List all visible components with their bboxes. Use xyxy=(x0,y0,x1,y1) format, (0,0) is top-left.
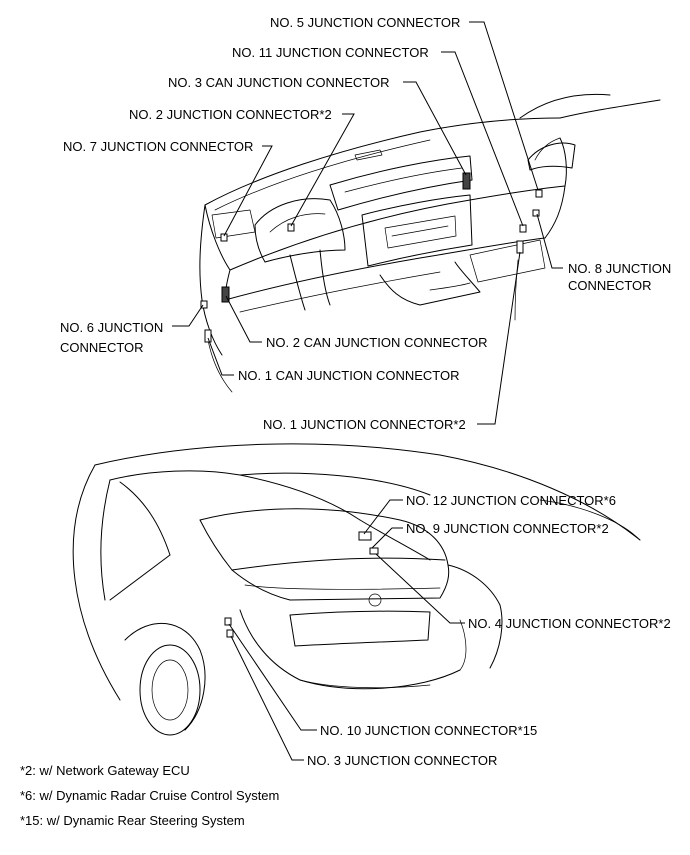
label-no4-junction-connector: NO. 4 JUNCTION CONNECTOR*2 xyxy=(468,616,671,631)
footnote-15: *15: w/ Dynamic Rear Steering System xyxy=(20,813,245,828)
label-no1-junction-connector: NO. 1 JUNCTION CONNECTOR*2 xyxy=(263,417,466,432)
label-no6-junction-connector-line2: CONNECTOR xyxy=(60,340,144,355)
label-no8-junction-connector-line2: CONNECTOR xyxy=(568,278,652,293)
footnote-2: *2: w/ Network Gateway ECU xyxy=(20,763,190,778)
dashboard-illustration xyxy=(199,93,661,393)
label-no11-junction-connector: NO. 11 JUNCTION CONNECTOR xyxy=(232,45,429,60)
label-no6-junction-connector-line1: NO. 6 JUNCTION xyxy=(60,320,163,335)
label-no1-can-junction-connector: NO. 1 CAN JUNCTION CONNECTOR xyxy=(238,368,460,383)
leader-lines xyxy=(172,21,563,761)
label-no3-junction-connector: NO. 3 JUNCTION CONNECTOR xyxy=(307,753,497,768)
label-no9-junction-connector: NO. 9 JUNCTION CONNECTOR*2 xyxy=(406,521,609,536)
label-no2-junction-connector: NO. 2 JUNCTION CONNECTOR*2 xyxy=(129,107,332,122)
label-no10-junction-connector: NO. 10 JUNCTION CONNECTOR*15 xyxy=(320,723,537,738)
label-no2-can-junction-connector: NO. 2 CAN JUNCTION CONNECTOR xyxy=(266,335,488,350)
footnotes: *2: w/ Network Gateway ECU *6: w/ Dynami… xyxy=(20,758,279,833)
callout-labels: NO. 5 JUNCTION CONNECTOR NO. 11 JUNCTION… xyxy=(60,15,671,768)
label-no5-junction-connector: NO. 5 JUNCTION CONNECTOR xyxy=(270,15,460,30)
rear-car-illustration xyxy=(72,443,641,736)
footnote-6: *6: w/ Dynamic Radar Cruise Control Syst… xyxy=(20,788,280,803)
label-no8-junction-connector-line1: NO. 8 JUNCTION xyxy=(568,261,671,276)
label-no3-can-junction-connector: NO. 3 CAN JUNCTION CONNECTOR xyxy=(168,75,390,90)
label-no7-junction-connector: NO. 7 JUNCTION CONNECTOR xyxy=(63,139,253,154)
label-no12-junction-connector: NO. 12 JUNCTION CONNECTOR*6 xyxy=(406,493,616,508)
